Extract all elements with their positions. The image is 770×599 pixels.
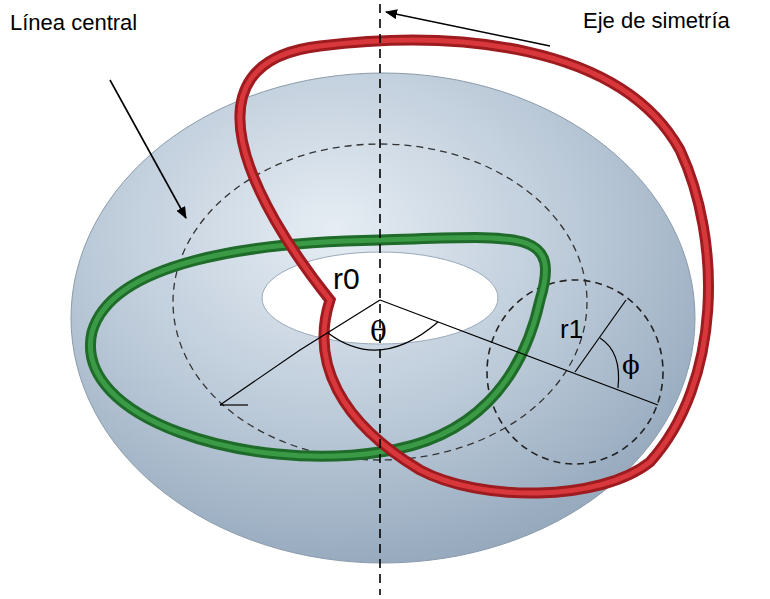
- leader-arrow: [386, 12, 550, 46]
- green-curve: [90, 238, 545, 457]
- callout-label: Línea central: [10, 12, 137, 34]
- green-curve-highlight: [90, 238, 545, 457]
- radius-line: [220, 300, 380, 405]
- angle-label: θ: [370, 318, 387, 346]
- dimension-label: r0: [333, 264, 360, 294]
- radius-line: [380, 300, 658, 405]
- tick-line: [220, 404, 248, 405]
- symmetry-axis: [379, 4, 381, 595]
- dimension-label: r1: [560, 316, 583, 342]
- leader-arrow: [110, 80, 186, 218]
- phi-arc: [600, 338, 619, 388]
- red-curve: [240, 40, 709, 493]
- callout-label: Eje de simetría: [583, 10, 730, 32]
- angle-label: ϕ: [622, 352, 640, 378]
- red-curve-highlight: [240, 40, 709, 493]
